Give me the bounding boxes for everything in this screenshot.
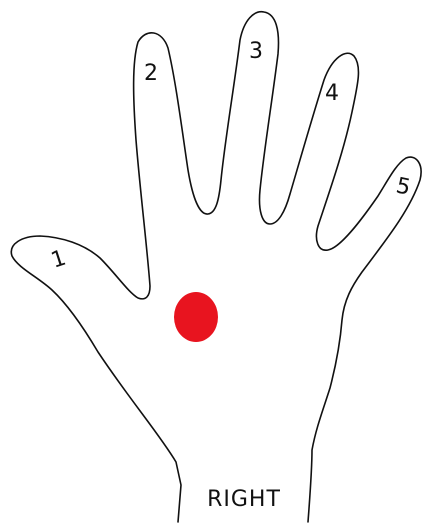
hand-outline [11,12,421,522]
palm-marker-dot [174,292,218,342]
finger-number-2: 2 [144,61,158,86]
finger-number-3: 3 [249,39,263,64]
finger-number-4: 4 [325,81,339,106]
hand-side-label: RIGHT [207,487,281,512]
